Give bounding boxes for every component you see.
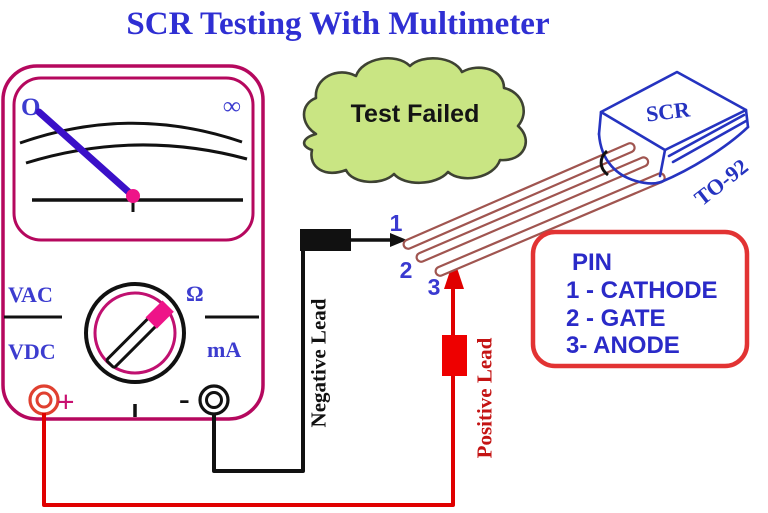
dial-knob: [105, 300, 174, 369]
mode-label-vdc: VDC: [8, 339, 56, 364]
meter-scale-arc-upper: [19, 121, 243, 145]
mode-label-milliamps: mA: [207, 337, 241, 362]
positive-terminal-sign: +: [57, 384, 75, 419]
positive-clip: [442, 335, 467, 376]
scr-package: [597, 70, 750, 185]
pin-info-line-gate: 2 - GATE: [566, 305, 666, 332]
mode-label-ohms: Ω: [186, 281, 204, 306]
positive-probe-arrowhead: [444, 259, 464, 289]
scr-lead-3: [434, 172, 666, 277]
package-right-edge: [744, 108, 750, 129]
negative-probe-wire: [212, 250, 305, 473]
negative-terminal: [198, 384, 230, 416]
pin-number-2: 2: [400, 257, 413, 283]
meter-needle: [35, 108, 136, 199]
package-mold-mark: [599, 149, 609, 177]
meter-display: [12, 76, 255, 242]
page-title: SCR Testing With Multimeter: [126, 6, 549, 42]
package-left-edge: [597, 110, 603, 136]
negative-clip: [300, 229, 351, 251]
cloud-shape: [302, 56, 528, 185]
positive-terminal: [28, 384, 60, 416]
package-lip-line-2: [671, 119, 748, 164]
pin-number-3: 3: [428, 274, 441, 300]
positive-probe-wire: [42, 282, 455, 507]
pin-info-line-anode: 3- ANODE: [566, 332, 680, 359]
negative-lead-label: Negative Lead: [306, 298, 330, 427]
scr-lead-2: [415, 156, 650, 263]
positive-lead-label: Positive Lead: [472, 337, 496, 458]
package-lip-line-1: [667, 113, 746, 158]
pin-number-1: 1: [390, 210, 403, 236]
negative-terminal-inner-ring: [205, 391, 223, 409]
pin-info-heading: PIN: [572, 249, 612, 276]
rotary-dial-inner: [93, 291, 177, 375]
status-cloud: Test Failed: [302, 56, 528, 185]
package-front-corner-edge: [658, 148, 667, 178]
scr-lead-1: [402, 142, 636, 250]
package-wall-bottom: [659, 125, 750, 184]
negative-terminal-sign: -: [179, 380, 190, 416]
scr-leads: [402, 142, 666, 277]
mode-label-vac: VAC: [8, 282, 53, 307]
meter-infinity-label: ∞: [223, 93, 241, 120]
dial-knob-cap: [145, 300, 174, 329]
pin-info-box: PIN 1 - CATHODE 2 - GATE 3- ANODE: [530, 229, 750, 369]
status-cloud-text: Test Failed: [351, 100, 480, 128]
meter-zero-label: O: [21, 94, 40, 121]
multimeter: O ∞ VAC VDC Ω mA + -: [1, 64, 265, 421]
scr-package-label: SCR: [645, 96, 693, 126]
probe-wires: [42, 229, 467, 507]
negative-probe-arrowhead: [390, 233, 407, 247]
meter-needle-pivot: [126, 189, 140, 203]
positive-terminal-inner-ring: [35, 391, 53, 409]
meter-scale-arc-lower: [25, 143, 248, 165]
pin-info-box-border: [530, 229, 750, 369]
pin-info-line-cathode: 1 - CATHODE: [566, 277, 718, 304]
